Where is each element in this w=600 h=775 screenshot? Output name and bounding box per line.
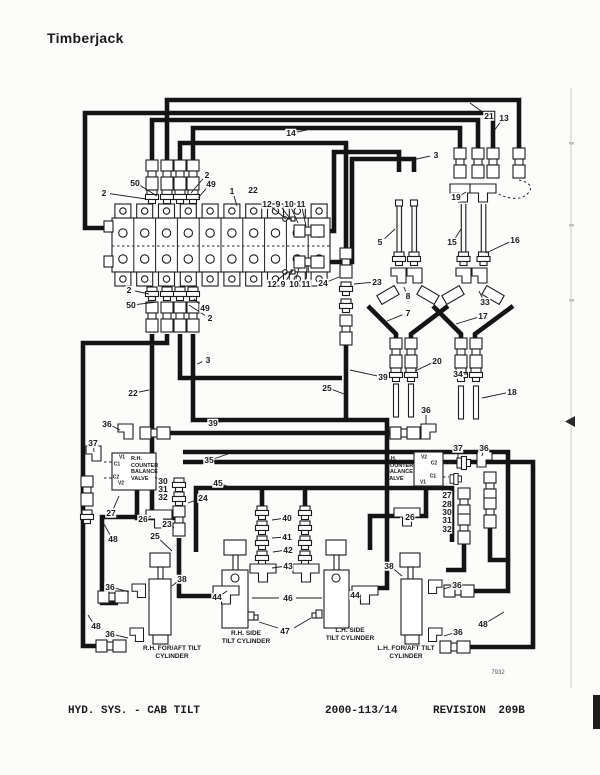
- page-title: Timberjack: [47, 30, 124, 46]
- middle-fitting-stack: [338, 247, 354, 346]
- footer-revision: REVISION 209B: [433, 705, 525, 717]
- lh-counter-balance-valve: [389, 423, 497, 545]
- side-tilt-cylinders: [212, 505, 379, 629]
- foraft-tilt-cylinders: [95, 552, 475, 654]
- footer-page-number: 2000-113/14: [325, 705, 398, 717]
- footer-section-title: HYD. SYS. - CAB TILT: [68, 705, 201, 717]
- rh-counter-balance-valve: [79, 423, 187, 537]
- control-valve-bank: [103, 203, 331, 287]
- scan-artifact: [565, 88, 600, 729]
- top-right-connectors: [449, 147, 532, 203]
